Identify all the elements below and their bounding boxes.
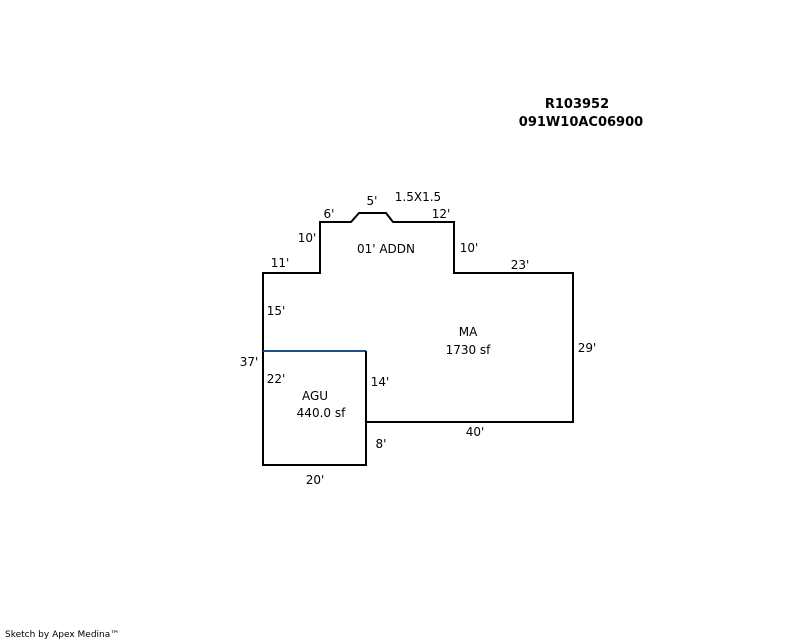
main-area-code: MA (459, 325, 478, 339)
main-area-outline (262, 212, 574, 466)
dimension-right-top: 23' (511, 258, 530, 272)
dimension-garage-right: 14' (371, 375, 390, 389)
sketch-credit: Sketch by Apex Medina™ (5, 630, 119, 640)
addition-label: 01' ADDN (357, 242, 415, 256)
dimension-left-step: 11' (271, 256, 290, 270)
dimension-right-side: 29' (578, 341, 597, 355)
main-area-size: 1730 sf (446, 343, 492, 357)
account-number: R103952 (545, 97, 609, 112)
dimension-bottom-step: 8' (376, 437, 387, 451)
dimension-top-left: 6' (324, 207, 335, 221)
dimension-bottom-main: 40' (466, 425, 485, 439)
dimension-garage-bottom: 20' (306, 473, 325, 487)
dimension-garage-left: 22' (267, 372, 286, 386)
garage-area-code: AGU (302, 389, 328, 403)
dimension-addn-left: 10' (298, 231, 317, 245)
dimension-addn-right: 10' (460, 241, 479, 255)
dimension-top-bump: 5' (367, 194, 378, 208)
garage-area-size: 440.0 sf (297, 406, 346, 420)
dimension-bump-size: 1.5X1.5 (395, 190, 441, 204)
dimension-top-right: 12' (432, 207, 451, 221)
dimension-left-upper: 15' (267, 304, 286, 318)
map-lot-number: 091W10AC06900 (519, 115, 643, 130)
dimension-left-total: 37' (240, 355, 259, 369)
